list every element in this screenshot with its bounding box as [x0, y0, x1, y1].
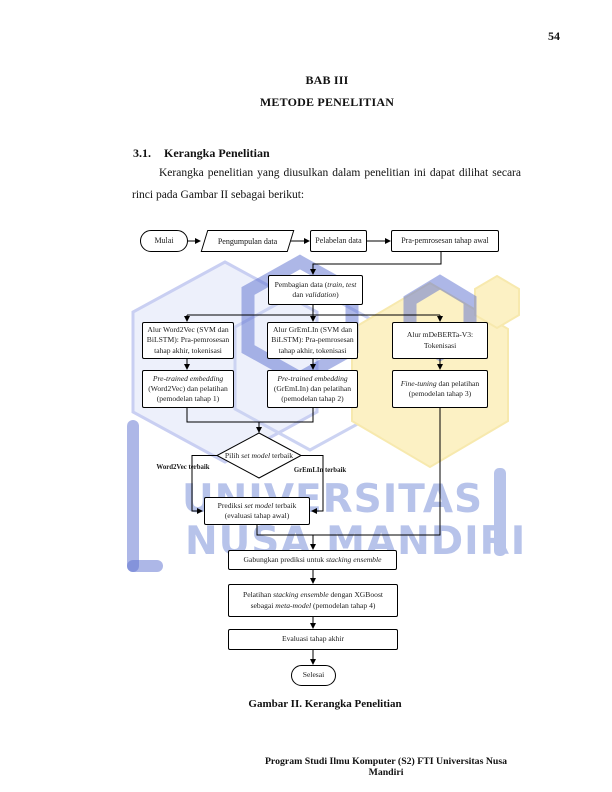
chapter-heading: BAB III: [305, 73, 349, 87]
watermark-hexagon-lavender: [131, 260, 319, 464]
flow-parallelogram-pengumpulan-data: Pengumpulan data: [200, 230, 295, 252]
flow-box-gabungkan-label: Gabungkan prediksi untuk stacking ensemb…: [243, 554, 382, 564]
flow-box-pretrained-word2vec: Pre-trained embedding (Word2Vec) dan pel…: [142, 370, 234, 408]
flow-box-gabungkan: Gabungkan prediksi untuk stacking ensemb…: [228, 550, 397, 570]
flow-box-pembagian-label: Pembagian data (train, test dan validati…: [274, 279, 357, 299]
flow-box-finetuning-label: Fine-tuning dan pelatihan (pemodelan tah…: [400, 378, 480, 398]
watermark-hexagon-yellow-small: [474, 274, 520, 330]
section-heading: 3.1. Kerangka Penelitian: [133, 146, 270, 161]
flow-box-alur-mdeberta-label: Alur mDeBERTa-V3: Tokenisasi: [406, 330, 474, 350]
flow-terminator-mulai: Mulai: [140, 230, 188, 252]
flow-box-pretrained-word2vec-label: Pre-trained embedding (Word2Vec) dan pel…: [148, 373, 228, 403]
flow-box-pelatihan-stacking: Pelatihan stacking ensemble dengan XGBoo…: [228, 584, 398, 617]
flow-box-alur-mdeberta: Alur mDeBERTa-V3: Tokenisasi: [392, 322, 488, 359]
flow-box-alur-word2vec: Alur Word2Vec (SVM dan BiLSTM): Pra-pemr…: [142, 322, 234, 359]
flow-box-alur-gremlin-label: Alur GrEmLIn (SVM dan BiLSTM): Pra-pemro…: [271, 325, 354, 355]
flow-box-alur-gremlin: Alur GrEmLIn (SVM dan BiLSTM): Pra-pemro…: [267, 322, 358, 359]
section-title: Kerangka Penelitian: [164, 146, 270, 160]
flow-terminator-selesai: Selesai: [291, 665, 336, 686]
flow-decision-diamond: [215, 432, 303, 479]
watermark-bar-left-foot: [127, 560, 163, 572]
page-number: 54: [548, 29, 560, 43]
flow-box-pelabelan-data: Pelabelan data: [310, 230, 367, 252]
flow-box-pelatihan-stacking-label: Pelatihan stacking ensemble dengan XGBoo…: [242, 590, 384, 610]
flow-box-pelabelan-label: Pelabelan data: [315, 235, 362, 245]
flow-box-evaluasi: Evaluasi tahap akhir: [228, 629, 398, 650]
flow-box-pembagian-data: Pembagian data (train, test dan validati…: [268, 275, 363, 305]
page-footer: Program Studi Ilmu Komputer (S2) FTI Uni…: [264, 756, 508, 778]
flow-box-pretrained-gremlin: Pre-trained embedding (GrEmLIn) dan pela…: [267, 370, 358, 408]
flow-box-finetuning: Fine-tuning dan pelatihan (pemodelan tah…: [392, 370, 488, 408]
body-paragraph: Kerangka penelitian yang diusulkan dalam…: [132, 167, 521, 201]
flow-box-prediksi: Prediksi set model terbaik (evaluasi tah…: [204, 497, 310, 525]
flow-box-pretrained-gremlin-label: Pre-trained embedding (GrEmLIn) dan pela…: [273, 373, 352, 403]
section-number: 3.1.: [133, 146, 151, 160]
flow-box-pra-pemrosesan-label: Pra-pemrosesan tahap awal: [401, 235, 489, 245]
flow-box-pra-pemrosesan: Pra-pemrosesan tahap awal: [391, 230, 499, 252]
flow-terminator-selesai-label: Selesai: [302, 670, 325, 680]
edge-label-word2vec-terbaik: Word2Vec terbaik: [156, 464, 210, 471]
watermark-bracket-right: [494, 468, 506, 556]
chapter-subheading: METODE PENELITIAN: [259, 95, 395, 109]
flow-box-evaluasi-label: Evaluasi tahap akhir: [282, 634, 344, 644]
edge-label-gremlin-terbaik: GrEmLIn terbaik: [293, 467, 347, 474]
flow-box-prediksi-label: Prediksi set model terbaik (evaluasi tah…: [217, 500, 297, 520]
flow-parallelogram-label: Pengumpulan data: [217, 236, 278, 246]
figure-caption: Gambar II. Kerangka Penelitian: [248, 698, 402, 710]
watermark-bar-left: [127, 420, 139, 572]
flow-terminator-mulai-label: Mulai: [154, 235, 174, 245]
flow-decision-label: Pilih set model terbaik: [224, 451, 294, 461]
flow-box-alur-word2vec-label: Alur Word2Vec (SVM dan BiLSTM): Pra-pemr…: [146, 325, 230, 355]
